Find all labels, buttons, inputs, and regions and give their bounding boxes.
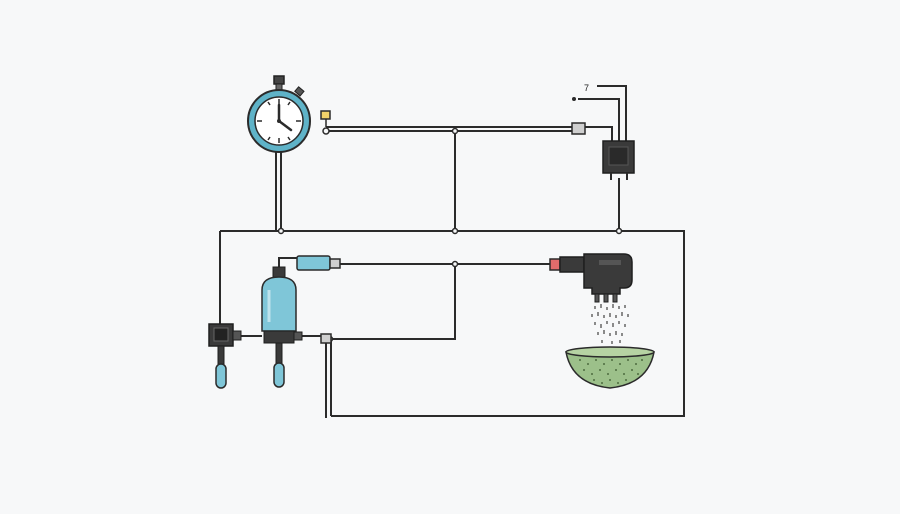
stopwatch-icon <box>247 75 311 153</box>
valve-window <box>213 327 229 342</box>
valve-vial <box>215 363 227 389</box>
sprayer-red-tip <box>549 258 561 271</box>
valve-stem <box>217 345 225 365</box>
flow-tube-icon <box>296 255 341 271</box>
wire-filter-riser <box>278 257 298 268</box>
stopwatch-crown <box>273 75 285 85</box>
filter-body <box>261 276 297 332</box>
filter-drain <box>275 342 283 364</box>
wire-relay-top <box>585 126 613 142</box>
stopwatch-hand-minute <box>277 119 293 132</box>
wire-relay-lead-1 <box>597 85 627 142</box>
wire-outlet-down <box>325 339 332 418</box>
relay-switch-icon <box>602 140 635 180</box>
spray-nozzle-icon <box>549 253 633 303</box>
junctions <box>277 127 623 343</box>
flow-tube-cap <box>329 258 341 269</box>
wire-mid-vertical <box>330 264 456 340</box>
junction-dot <box>451 227 459 235</box>
valve-side-port <box>232 330 242 341</box>
sprayer-connector <box>559 256 585 273</box>
sprayer-highlight <box>599 260 621 265</box>
wire-timer-down <box>275 152 282 231</box>
bowl-soil-dots <box>579 359 643 384</box>
filter-base <box>263 330 295 344</box>
filter-canister-icon <box>261 266 303 388</box>
flow-tube-body <box>296 255 331 271</box>
bowl-rim <box>565 346 655 358</box>
sprayer-nozzles <box>594 293 618 303</box>
filter-drain-vial <box>273 362 285 388</box>
relay-label: 7 <box>584 83 589 93</box>
stopwatch-side-button <box>294 86 305 97</box>
junction-dot <box>451 127 459 135</box>
sensor-yellow-icon <box>320 110 331 120</box>
relay-terminal-dot <box>572 97 576 101</box>
junction-dot <box>615 227 623 235</box>
junction-dot <box>451 260 459 268</box>
wire-timer-to-relay <box>326 126 575 132</box>
junction-dot <box>322 127 330 135</box>
connector-block-icon <box>571 122 586 135</box>
stopwatch-ticks <box>257 99 301 143</box>
spray-droplets <box>591 304 629 344</box>
filter-neck <box>272 266 286 278</box>
outlet-fitting-icon <box>320 333 332 344</box>
filter-outlet-stub <box>293 331 303 341</box>
relay-window <box>608 146 629 166</box>
solenoid-valve-icon <box>208 323 242 389</box>
junction-dot <box>277 227 285 235</box>
plant-bowl-icon <box>565 346 655 389</box>
stopwatch-pivot <box>277 119 281 123</box>
wire-relay-lead-2 <box>578 98 620 142</box>
wiring <box>219 85 685 418</box>
